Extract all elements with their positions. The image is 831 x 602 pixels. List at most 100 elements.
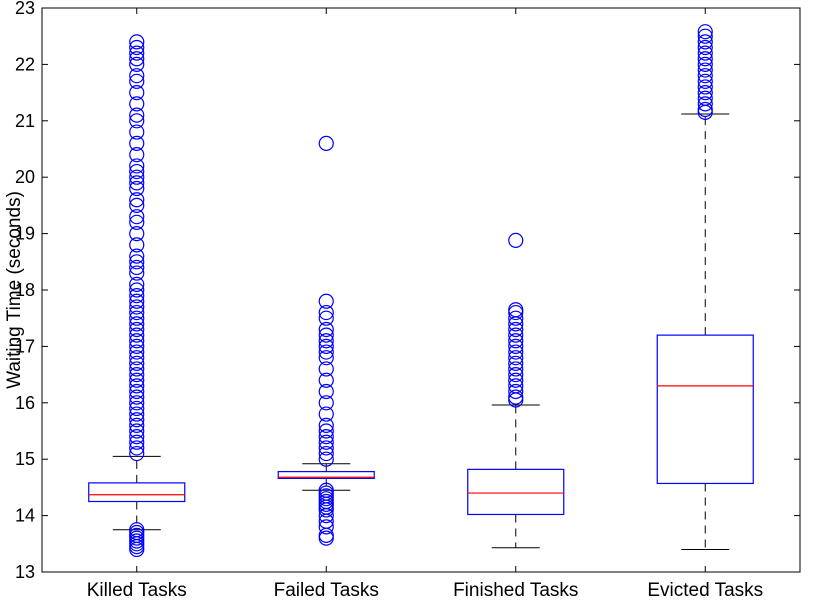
outlier-point [129, 113, 145, 129]
outlier-point [318, 350, 334, 366]
outlier-point [129, 237, 145, 253]
outlier-point [508, 383, 524, 400]
outlier-point [697, 79, 713, 95]
outlier-point [129, 192, 145, 208]
outlier-point [129, 124, 145, 140]
outlier-point [508, 232, 524, 248]
outlier-point [129, 327, 145, 343]
outlier-point [508, 350, 524, 366]
y-tick-label: 13 [15, 562, 35, 582]
outlier-point [129, 395, 145, 411]
outlier-point [129, 344, 145, 360]
y-axis-label: Waiting Time (seconds) [4, 191, 25, 389]
outlier-point [129, 333, 145, 349]
y-tick-label: 22 [15, 54, 35, 74]
outlier-point [129, 56, 145, 73]
outlier-point [129, 73, 145, 89]
outlier-point [318, 417, 334, 433]
outlier-point [129, 282, 145, 298]
outlier-point [129, 378, 145, 394]
outlier-point [508, 367, 524, 383]
x-tick-label: Killed Tasks [87, 580, 187, 601]
outlier-point [129, 135, 145, 151]
outlier-point [318, 519, 334, 535]
outlier-point [697, 51, 713, 67]
outlier-point [697, 62, 713, 78]
outlier-point [129, 288, 145, 304]
outlier-point [129, 299, 145, 315]
iqr-box [467, 468, 565, 516]
box-group [656, 24, 754, 550]
outlier-point [508, 361, 524, 377]
outlier-point [129, 389, 145, 405]
outlier-point [697, 101, 713, 118]
outlier-point [129, 248, 145, 264]
outlier-point [129, 445, 145, 462]
outlier-point [697, 24, 713, 40]
outlier-point [318, 395, 334, 411]
outlier-point [697, 56, 713, 73]
outlier-point [129, 361, 145, 377]
outlier-point [697, 68, 713, 84]
y-tick-label: 19 [15, 224, 35, 244]
outlier-point [697, 84, 713, 101]
plot-area [88, 24, 754, 558]
outlier-point [129, 158, 145, 174]
outlier-point [129, 316, 145, 332]
outlier-point [697, 96, 713, 112]
iqr-box [277, 471, 375, 479]
outlier-point [508, 355, 524, 371]
outlier-point [318, 327, 334, 343]
outlier-point [129, 383, 145, 400]
outlier-point [129, 51, 145, 67]
outlier-point [508, 378, 524, 394]
outlier-point [508, 389, 524, 405]
outlier-point [129, 197, 145, 213]
outlier-point [508, 302, 524, 318]
axes-frame [41, 7, 801, 573]
outlier-point [129, 429, 145, 445]
outlier-point [318, 434, 334, 450]
y-tick-label: 15 [15, 449, 35, 469]
box-group [88, 34, 186, 558]
x-tick-label: Failed Tasks [274, 580, 379, 601]
outlier-point [318, 333, 334, 349]
outlier-point [129, 107, 145, 123]
outlier-point [129, 214, 145, 230]
outlier-point [697, 28, 713, 44]
y-tick-label: 18 [15, 280, 35, 300]
outlier-point [318, 445, 334, 462]
outlier-point [129, 96, 145, 112]
outlier-point [129, 265, 145, 281]
outlier-point [318, 310, 334, 326]
outlier-point [129, 147, 145, 163]
outlier-point [129, 175, 145, 191]
box-group [277, 135, 375, 546]
outlier-point [129, 338, 145, 354]
outlier-point [129, 254, 145, 270]
outlier-point [508, 333, 524, 349]
y-tick-label: 14 [15, 506, 35, 526]
outlier-point [508, 372, 524, 388]
y-tick-label: 17 [15, 336, 35, 356]
outlier-point [697, 45, 713, 61]
outlier-point [129, 180, 145, 197]
outlier-point [129, 400, 145, 417]
outlier-point [129, 423, 145, 439]
outlier-point [129, 45, 145, 61]
outlier-point [129, 350, 145, 366]
outlier-point [129, 276, 145, 292]
outlier-point [508, 344, 524, 360]
outlier-point [318, 338, 334, 354]
outlier-point [697, 34, 713, 50]
outlier-point [318, 423, 334, 439]
outlier-point [318, 530, 334, 546]
outlier-point [129, 355, 145, 371]
outlier-point [318, 372, 334, 388]
outlier-point [129, 367, 145, 383]
outlier-point [697, 39, 713, 56]
outlier-point [318, 527, 334, 543]
outlier-point [508, 327, 524, 343]
outlier-point [129, 310, 145, 326]
